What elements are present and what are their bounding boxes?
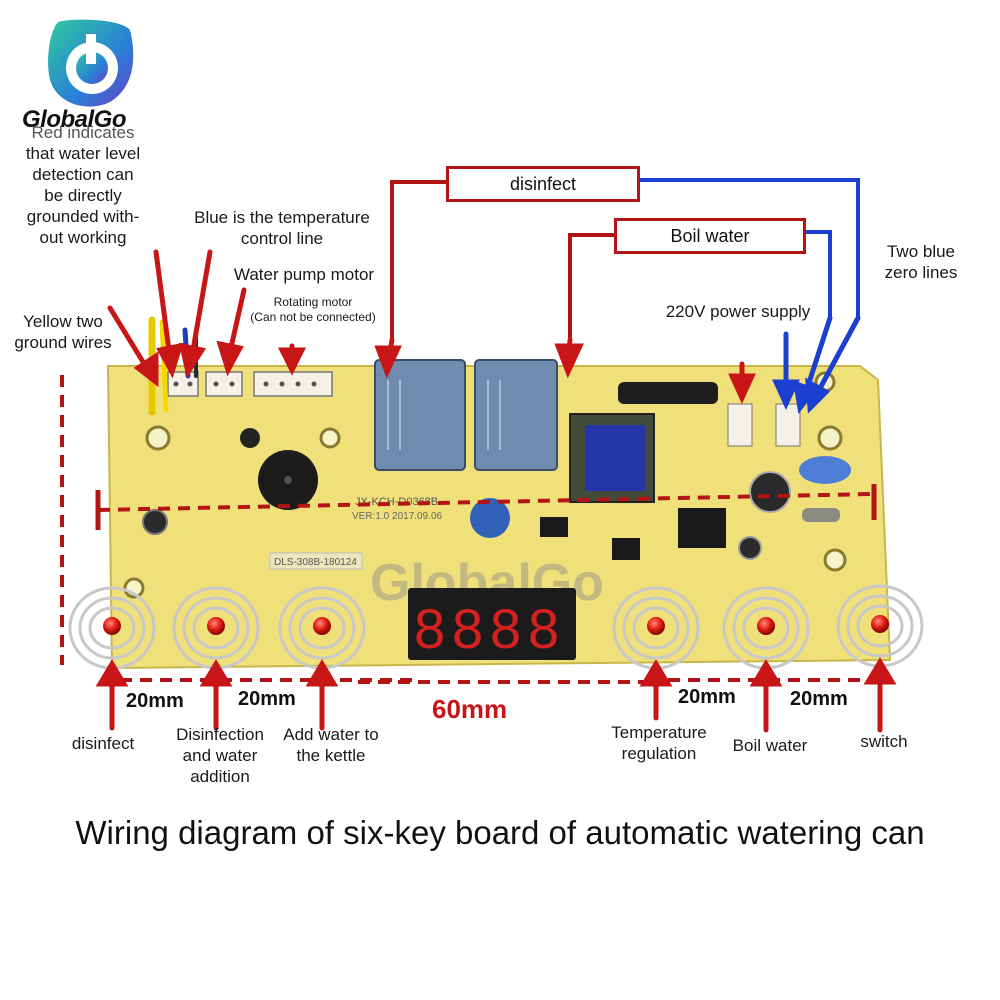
boil-water-box: Boil water — [614, 218, 806, 254]
key-label-disinfection-water: Disinfection and water addition — [158, 724, 282, 787]
power-supply-label: 220V power supply — [665, 302, 811, 321]
board-version: VER:1.0 2017.09.06 — [352, 511, 443, 522]
disinfect-box: disinfect — [446, 166, 640, 202]
dashed-lines — [60, 375, 873, 684]
relay-2 — [474, 359, 558, 471]
board-code: JX-KCH-D0368B — [355, 496, 438, 508]
capacitor-large — [749, 471, 791, 513]
measure-20mm-4: 20mm — [790, 688, 848, 710]
key3-line-2: the kettle — [296, 746, 366, 765]
relay-1 — [374, 359, 466, 471]
red-indicates-line-2: that water level — [25, 144, 141, 163]
brand-name: GlobalGo — [22, 106, 127, 133]
key-label-disinfect: disinfect — [71, 734, 135, 753]
digit-4: 8 — [528, 597, 559, 660]
yellow-ground-line-1: Yellow two — [23, 312, 103, 331]
blue-temp-line-1: Blue is the temperature — [194, 208, 370, 227]
key-label-boil-water: Boil water — [732, 736, 808, 755]
key-label-temperature: Temperature regulation — [594, 722, 724, 764]
measure-20mm-1: 20mm — [126, 690, 184, 712]
yellow-ground-line-2: ground wires — [14, 333, 112, 352]
rotating-motor-line-2: (Can not be connected) — [250, 310, 376, 324]
red-indicates-line-3: detection can — [32, 165, 134, 184]
key3-line-1: Add water to — [283, 725, 379, 744]
digit-2: 8 — [452, 597, 483, 660]
red-indicates-line-5: grounded with- — [26, 207, 140, 226]
red-indicates-line-1: Red indicates — [31, 123, 135, 142]
varistor — [799, 456, 851, 484]
fuse — [618, 382, 718, 404]
resistor — [802, 508, 840, 522]
dashed-ticks — [95, 484, 877, 530]
ic-2 — [612, 538, 640, 560]
red-arrows — [95, 249, 897, 733]
measure-60mm: 60mm — [432, 694, 508, 724]
terminal-2 — [775, 403, 801, 447]
caption: Wiring diagram of six-key board of autom… — [75, 814, 925, 851]
two-blue-line-2: zero lines — [884, 263, 958, 282]
leds — [103, 615, 889, 635]
board-sticker: DLS-308B-180124 — [274, 557, 357, 568]
blue-temp-line-2: control line — [240, 229, 324, 248]
blue-arrows — [772, 315, 861, 415]
key2-line-1: Disinfection — [176, 725, 264, 744]
key2-line-2: and water — [182, 746, 258, 765]
connector-headers — [167, 371, 333, 397]
ic-3 — [540, 517, 568, 537]
led-display — [408, 588, 576, 660]
capacitor — [142, 509, 168, 535]
red-indicates-line-6: out working — [39, 228, 127, 247]
key-label-add-water: Add water to the kettle — [268, 724, 394, 766]
key4-line-1: Temperature — [611, 723, 707, 742]
blue-wires — [640, 178, 860, 318]
ic-1 — [678, 508, 726, 548]
logo-icon — [48, 19, 134, 107]
key2-line-3: addition — [190, 767, 250, 786]
two-blue-zero-label: Two blue zero lines — [866, 241, 976, 283]
key-label-switch: switch — [860, 732, 908, 751]
rotating-motor-line-1: Rotating motor — [273, 295, 353, 309]
rotating-motor-label: Rotating motor (Can not be connected) — [238, 295, 388, 325]
blue-temp-label: Blue is the temperature control line — [172, 207, 392, 249]
water-pump-label: Water pump motor — [233, 265, 375, 284]
measure-20mm-2: 20mm — [238, 688, 296, 710]
key4-line-2: regulation — [621, 744, 697, 763]
yellow-ground-label: Yellow two ground wires — [0, 311, 126, 353]
red-indicates-label: Red indicates that water level detection… — [8, 122, 158, 248]
red-indicates-line-4: be directly — [44, 186, 122, 205]
two-blue-line-1: Two blue — [886, 242, 956, 261]
digit-3: 8 — [490, 597, 521, 660]
red-wires — [390, 180, 614, 340]
terminal-1 — [727, 403, 753, 447]
measure-20mm-3: 20mm — [678, 686, 736, 708]
capacitor-blue — [470, 498, 510, 538]
digit-1: 8 — [414, 597, 445, 660]
brand-logo — [40, 14, 140, 114]
